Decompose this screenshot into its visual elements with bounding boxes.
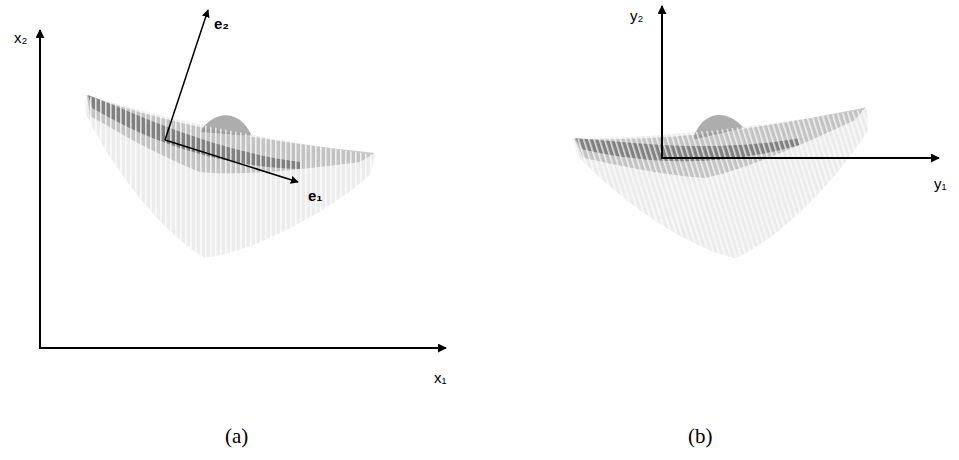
e2-vector [165, 10, 208, 140]
vector-label: e₁ [308, 188, 323, 203]
x2-axis [39, 30, 41, 349]
x1-axis [39, 347, 446, 349]
vector-label: e₂ [214, 16, 229, 31]
y2-axis [661, 6, 663, 159]
e1-vector [165, 140, 298, 182]
panel-label: (a) [225, 426, 248, 447]
panel-label: (b) [688, 426, 713, 447]
panel-a [39, 10, 446, 349]
y1-axis [661, 157, 939, 159]
axis-label: x₁ [434, 370, 447, 385]
panel-b [572, 6, 939, 295]
axis-label: y₁ [934, 176, 947, 191]
rotated-cloud [572, 52, 898, 295]
axis-label: x₂ [14, 30, 27, 45]
axis-label: y₂ [630, 8, 643, 23]
data-cloud [85, 95, 375, 258]
